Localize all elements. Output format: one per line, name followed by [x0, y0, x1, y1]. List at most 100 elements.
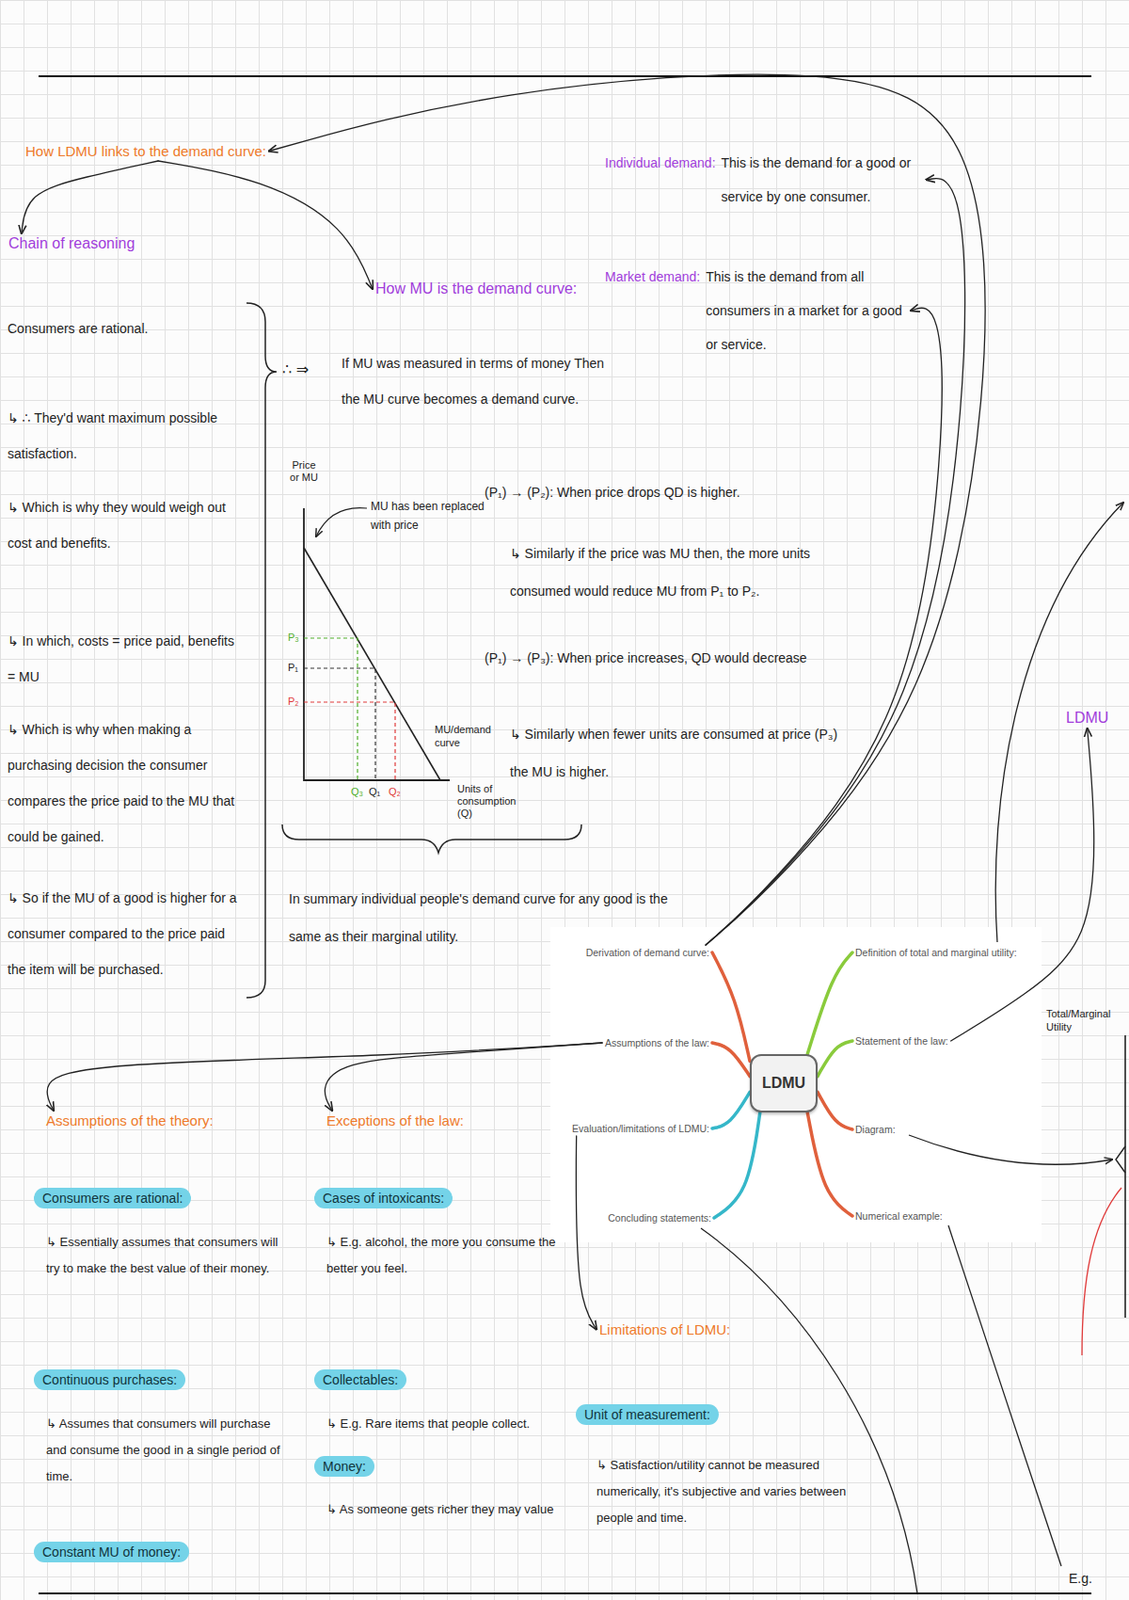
note: ↳ As someone gets richer they may value — [326, 1495, 557, 1523]
mindmap-branch — [714, 1112, 761, 1218]
note: ↳ Essentially assumes that consumers wil… — [46, 1228, 291, 1282]
graph-axes — [303, 508, 450, 780]
highlight-pill: Consumers are rational: — [33, 1187, 191, 1209]
note: ↳ E.g. alcohol, the more you consume the… — [326, 1228, 557, 1282]
connector-arrow — [324, 1042, 603, 1111]
central-topic: LDMU — [749, 1053, 818, 1113]
section-heading: Limitations of LDMU: — [596, 1319, 733, 1339]
node-heading: Collectables: — [322, 1371, 398, 1387]
branch-label: Assumptions of the law: — [602, 1034, 713, 1050]
node-heading: How MU is the demand curve: — [375, 280, 577, 298]
node-heading: Definition of total and marginal utility… — [855, 946, 1018, 958]
connector-arrow — [575, 1135, 597, 1330]
note: ↳ E.g. Rare items that people collect. — [326, 1410, 557, 1437]
node-heading: Diagram: — [855, 1123, 896, 1135]
highlight-pill: Cases of intoxicants: — [314, 1187, 453, 1209]
leader-line — [948, 1224, 1062, 1566]
node-heading: Exceptions of the law: — [326, 1112, 464, 1129]
highlight-pill: Constant MU of money: — [33, 1541, 190, 1562]
node-heading: Derivation of demand curve: — [586, 946, 710, 958]
branch-label: Concluding statements: — [604, 1209, 715, 1225]
node-heading: Continuous purchases: — [42, 1371, 177, 1387]
summary: In summary individual people's demand cu… — [288, 879, 694, 955]
node-body: This is the demand for a good or service… — [721, 145, 924, 214]
quantity-label: Q₁ — [368, 785, 381, 798]
explanation: ↳ Similarly when fewer units are consume… — [509, 715, 849, 791]
quantity-label: Q₂ — [388, 785, 401, 798]
node-heading: Statement of the law: — [855, 1034, 949, 1047]
section-heading: Chain of reasoning — [5, 233, 138, 255]
node-heading: Unit of measurement: — [584, 1406, 711, 1422]
note: E.g. — [1068, 1569, 1093, 1587]
demand-curve — [303, 547, 441, 780]
price-label: P₃ — [287, 631, 300, 644]
node-heading: LDMU — [1065, 709, 1109, 727]
branch-label: Numerical example: — [852, 1208, 946, 1224]
price-label: P₂ — [287, 695, 300, 708]
leader-arrow — [908, 1134, 1113, 1164]
dashed-guide — [303, 667, 376, 780]
reasoning-step: ↳ Which is why they would weigh out cost… — [7, 489, 243, 561]
node-heading: Concluding statements: — [607, 1211, 712, 1224]
bottom-rule — [38, 1591, 1092, 1594]
branch-label: Definition of total and marginal utility… — [852, 944, 1020, 960]
node-heading: Consumers are rational: — [42, 1190, 183, 1206]
price-label: P₁ — [287, 661, 299, 674]
branch-label: Derivation of demand curve: — [583, 944, 713, 960]
node-heading: Numerical example: — [855, 1209, 943, 1222]
node-body: This is the demand from all consumers in… — [705, 259, 908, 362]
diagram-axis — [1124, 1034, 1127, 1318]
node-heading: Money: — [322, 1458, 366, 1474]
section-heading: Exceptions of the law: — [323, 1110, 467, 1130]
section-heading: How LDMU links to the demand curve: — [22, 141, 270, 161]
mindmap-branch — [817, 1040, 853, 1077]
section-heading: How MU is the demand curve: — [372, 278, 580, 300]
branch-label: Diagram: — [852, 1121, 899, 1137]
explanation: (P₁) → (P₃): When price increases, QD wo… — [484, 643, 880, 672]
curly-bracket — [246, 302, 277, 998]
node-heading: LDMU — [762, 1074, 806, 1092]
axis-label: Price or MU — [286, 459, 321, 484]
annotation: MU has been replaced with price — [370, 496, 492, 535]
curve-label: MU/demand curve — [434, 722, 492, 749]
red-leader — [1081, 1187, 1122, 1355]
explanation: ↳ Similarly if the price was MU then, th… — [509, 534, 868, 610]
connector-arrow — [705, 178, 965, 945]
branch-label: Statement of the law: — [852, 1033, 952, 1049]
connector-arrow — [705, 307, 942, 945]
note: ↳ Assumes that consumers will purchase a… — [46, 1410, 291, 1490]
highlight-pill: Money: — [314, 1455, 375, 1477]
connector-arrow — [47, 1042, 603, 1111]
connector-arrow — [158, 160, 373, 289]
reasoning-step: ↳ Which is why when making a purchasing … — [7, 711, 243, 855]
connector-arrow — [269, 74, 986, 945]
reasoning-step: ↳ In which, costs = price paid, benefits… — [7, 622, 243, 695]
highlight-pill: Unit of measurement: — [575, 1403, 719, 1425]
connector-arrow — [21, 160, 159, 234]
dashed-guide — [303, 637, 358, 780]
reasoning-step: Consumers are rational. — [7, 310, 243, 347]
highlight-pill: Continuous purchases: — [33, 1368, 186, 1390]
note: ↳ Satisfaction/utility cannot be measure… — [596, 1451, 851, 1531]
quantity-label: Q₃ — [350, 785, 364, 798]
therefore-arrow: ∴ ⇒ — [282, 358, 309, 382]
definition-note: Individual demand:This is the demand for… — [602, 145, 927, 214]
mindmap-branch — [817, 1091, 853, 1129]
connector-arrow — [951, 728, 1095, 1041]
dashed-guide — [303, 701, 396, 780]
node-heading: Chain of reasoning — [8, 235, 135, 253]
section-heading: LDMU — [1063, 707, 1112, 729]
mindmap-branch — [712, 1091, 750, 1129]
mindmap-branch — [712, 1042, 750, 1077]
mindmap-panel — [550, 926, 1042, 1242]
reasoning-step: ↳ So if the MU of a good is higher for a… — [7, 879, 243, 987]
node-heading: Individual demand: — [604, 145, 716, 180]
node-heading: Evaluation/limitations of LDMU: — [572, 1122, 710, 1134]
leader-line — [995, 502, 1124, 942]
node-heading: Market demand: — [604, 259, 700, 294]
node-heading: Constant MU of money: — [42, 1543, 181, 1559]
highlight-pill: Collectables: — [314, 1368, 407, 1390]
node-heading: Assumptions of the law: — [604, 1036, 710, 1049]
node-heading: Cases of intoxicants: — [322, 1190, 445, 1206]
mindmap-branch — [807, 952, 853, 1054]
